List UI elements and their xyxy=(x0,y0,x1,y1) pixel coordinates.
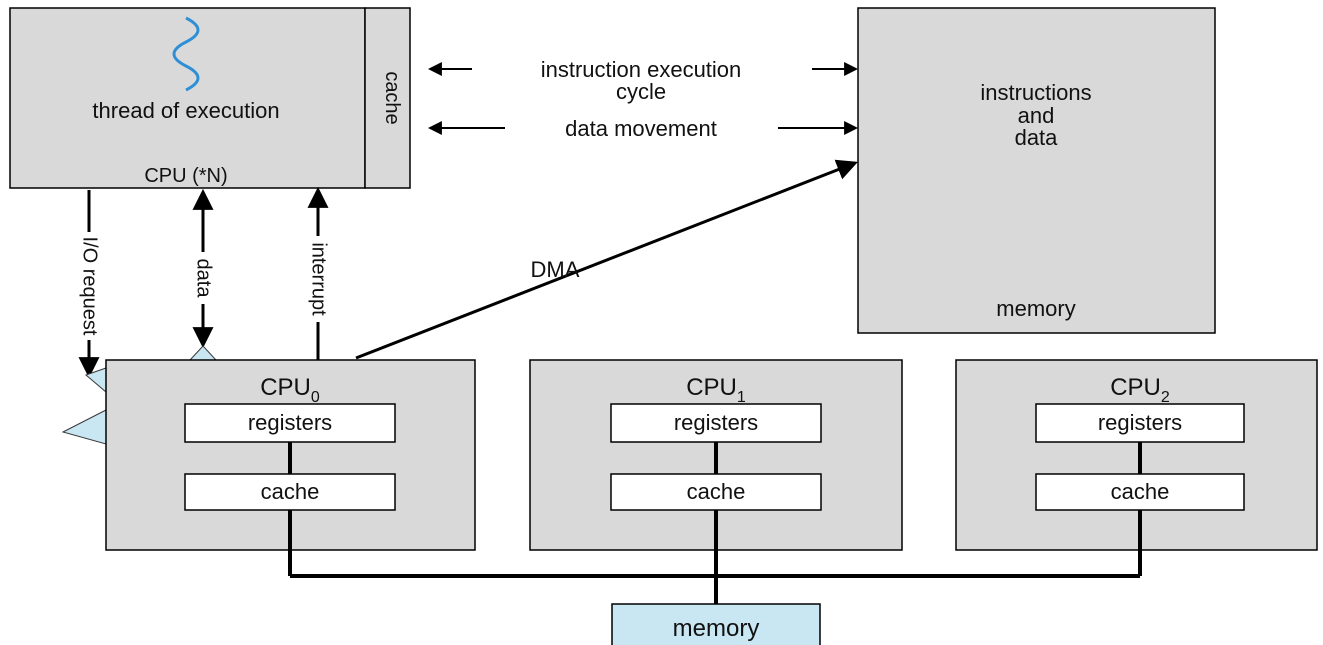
cpu-0-registers-label: registers xyxy=(248,410,332,435)
cpu-top-label: CPU (*N) xyxy=(144,165,227,187)
cpu-top-cache-strip xyxy=(364,7,411,189)
cpu-1-title: CPU1 xyxy=(686,374,746,406)
interrupt-label-bg xyxy=(305,236,331,322)
cpu-1-registers-box xyxy=(610,403,822,443)
interrupt-arrow-group: interrupt xyxy=(305,186,331,360)
bottom-memory-label: memory xyxy=(673,615,760,642)
memory-top-box xyxy=(857,7,1216,334)
bottom-memory-box xyxy=(611,603,821,645)
cpu-2-name: CPU xyxy=(1110,374,1161,401)
cpu-0-name: CPU xyxy=(260,374,311,401)
cpu-2-subscript: 2 xyxy=(1161,389,1170,406)
instruction-cycle-arrow: instruction execution cycle xyxy=(427,57,859,104)
triangle-2 xyxy=(61,409,107,445)
data-label-bg xyxy=(190,252,216,304)
data-movement-arrow: data movement xyxy=(427,116,859,141)
cpu-2-cache-label: cache xyxy=(1111,479,1170,504)
dma-arrow-group: DMA xyxy=(355,159,858,360)
cpu-1-subscript: 1 xyxy=(737,389,746,406)
cpu-top-box xyxy=(9,7,366,189)
thread-label: thread of execution xyxy=(92,98,279,123)
shared-memory-bus xyxy=(288,510,1142,604)
cpu-0-registers-box xyxy=(184,403,396,443)
cpu-top-box-group: thread of execution CPU (*N) cache xyxy=(9,7,411,189)
cpu-2-box xyxy=(955,359,1318,551)
wave-icon xyxy=(172,16,200,92)
memory-top-line2: and xyxy=(1018,103,1055,128)
cpu-1-cache-box xyxy=(610,473,822,511)
interrupt-label: interrupt xyxy=(308,242,330,316)
data-label: data xyxy=(193,259,215,299)
data-arrow-group: data xyxy=(190,188,216,349)
io-request-label: I/O request xyxy=(79,237,101,336)
cpu-2-registers-box xyxy=(1035,403,1245,443)
cpu-1-cache-label: cache xyxy=(687,479,746,504)
cpu-top-cache-label: cache xyxy=(381,71,403,124)
cpu-0-cache-box xyxy=(184,473,396,511)
cpu-2-registers-label: registers xyxy=(1098,410,1182,435)
memory-top-box-group: instructions and data memory xyxy=(857,7,1216,334)
cpu-2: CPU2 registers cache xyxy=(955,359,1318,551)
cpu-0-subscript: 0 xyxy=(311,389,320,406)
cpu-1-registers-label: registers xyxy=(674,410,758,435)
memory-top-bottom-label: memory xyxy=(996,296,1075,321)
cpu-0-cache-label: cache xyxy=(261,479,320,504)
cpu-1-name: CPU xyxy=(686,374,737,401)
triangle-3 xyxy=(188,345,218,361)
io-request-arrow-group: I/O request xyxy=(76,190,102,379)
memory-top-line3: data xyxy=(1015,125,1059,150)
instruction-cycle-label-line2: cycle xyxy=(616,79,666,104)
dma-label: DMA xyxy=(531,257,580,282)
instruction-cycle-label-line1: instruction execution xyxy=(541,57,742,82)
cpu-0-title: CPU0 xyxy=(260,374,320,406)
bottom-memory: memory xyxy=(611,603,821,645)
cpu-2-title: CPU2 xyxy=(1110,374,1170,406)
memory-top-line1: instructions xyxy=(980,80,1091,105)
io-request-label-bg xyxy=(76,232,102,340)
dma-arrow xyxy=(355,159,858,360)
cpu-2-cache-box xyxy=(1035,473,1245,511)
data-movement-label: data movement xyxy=(565,116,717,141)
